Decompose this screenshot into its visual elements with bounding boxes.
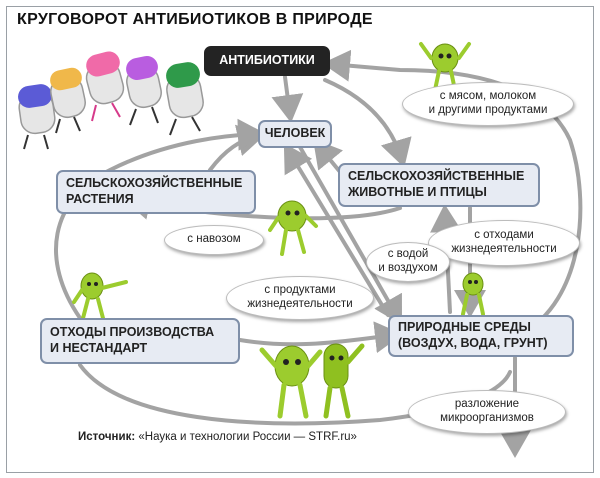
- green-character-left: [72, 272, 128, 324]
- node-antibiotics: АНТИБИОТИКИ: [204, 46, 330, 76]
- green-characters-bottom: [259, 343, 365, 419]
- node-antibiotics-label: АНТИБИОТИКИ: [219, 53, 315, 68]
- node-farm-plants: СЕЛЬСКОХОЗЯЙСТВЕННЫЕ РАСТЕНИЯ: [56, 170, 256, 214]
- arrow-waste-to-environment: [238, 321, 403, 354]
- label-decomposition-line2: микроорганизмов: [440, 412, 534, 424]
- node-environment: ПРИРОДНЫЕ СРЕДЫ (ВОЗДУХ, ВОДА, ГРУНТ): [388, 315, 574, 357]
- capsule-pink: [85, 51, 125, 122]
- label-with-products-line1: с продуктами: [264, 284, 336, 297]
- label-with-products: с продуктами жизнедеятельности: [226, 276, 374, 320]
- node-farm-plants-line2: РАСТЕНИЯ: [66, 192, 134, 206]
- capsule-blue: [18, 84, 56, 150]
- node-environment-line2: (ВОЗДУХ, ВОДА, ГРУНТ): [398, 336, 548, 350]
- arrow-environment-to-human: [283, 143, 390, 317]
- node-farm-animals-line1: СЕЛЬСКОХОЗЯЙСТВЕННЫЕ: [348, 169, 525, 184]
- node-human: ЧЕЛОВЕК: [258, 120, 332, 148]
- arrow-plants-to-human: [208, 124, 266, 172]
- label-with-waste-line1: с отходами: [474, 229, 534, 242]
- capsules-illustration: [18, 51, 204, 150]
- green-character-right: [461, 272, 485, 316]
- arrow-environment-to-antibiotics: [322, 49, 583, 337]
- node-waste: ОТХОДЫ ПРОИЗВОДСТВА И НЕСТАНДАРТ: [40, 318, 240, 364]
- capsule-purple: [126, 55, 162, 126]
- capsule-orange: [50, 67, 86, 134]
- node-farm-animals-line2: ЖИВОТНЫЕ И ПТИЦЫ: [348, 185, 487, 199]
- label-with-water-line2: и воздухом: [378, 262, 438, 274]
- arrow-antibiotics-to-human: [271, 75, 304, 123]
- diagram-title: КРУГОВОРОТ АНТИБИОТИКОВ В ПРИРОДЕ: [17, 11, 373, 28]
- node-environment-line1: ПРИРОДНЫЕ СРЕДЫ: [398, 320, 531, 335]
- label-with-products-line2: жизнедеятельности: [247, 298, 353, 310]
- green-character-top: [419, 42, 471, 92]
- arrow-human-to-environment: [298, 145, 402, 325]
- label-with-meat-line1: с мясом, молоком: [439, 90, 537, 103]
- node-farm-plants-line1: СЕЛЬСКОХОЗЯЙСТВЕННЫЕ: [66, 176, 243, 191]
- source-credit: Источник: «Наука и технологии России — S…: [78, 431, 357, 443]
- label-with-water: с водой и воздухом: [366, 242, 450, 282]
- label-with-meat-line2: и другими продуктами: [428, 104, 548, 116]
- label-with-manure-text: с навозом: [187, 233, 241, 246]
- label-with-waste: с отходами жизнедеятельности: [428, 220, 580, 266]
- arrow-antibiotics-to-animals: [323, 78, 412, 168]
- source-label: Источник:: [78, 431, 136, 443]
- node-waste-line1: ОТХОДЫ ПРОИЗВОДСТВА: [50, 325, 215, 340]
- label-with-water-line1: с водой: [387, 248, 429, 261]
- label-decomposition-line1: разложение: [454, 398, 520, 411]
- label-decomposition: разложение микроорганизмов: [408, 390, 566, 434]
- node-waste-line2: И НЕСТАНДАРТ: [50, 341, 148, 355]
- label-with-waste-line2: жизнедеятельности: [451, 243, 557, 255]
- green-character-middle: [268, 200, 318, 256]
- capsule-green: [166, 62, 204, 136]
- node-human-label: ЧЕЛОВЕК: [264, 126, 326, 141]
- node-farm-animals: СЕЛЬСКОХОЗЯЙСТВЕННЫЕ ЖИВОТНЫЕ И ПТИЦЫ: [338, 163, 540, 207]
- label-with-manure: с навозом: [164, 225, 264, 255]
- label-with-meat: с мясом, молоком и другими продуктами: [402, 82, 574, 126]
- source-text: «Наука и технологии России — STRF.ru»: [138, 431, 357, 443]
